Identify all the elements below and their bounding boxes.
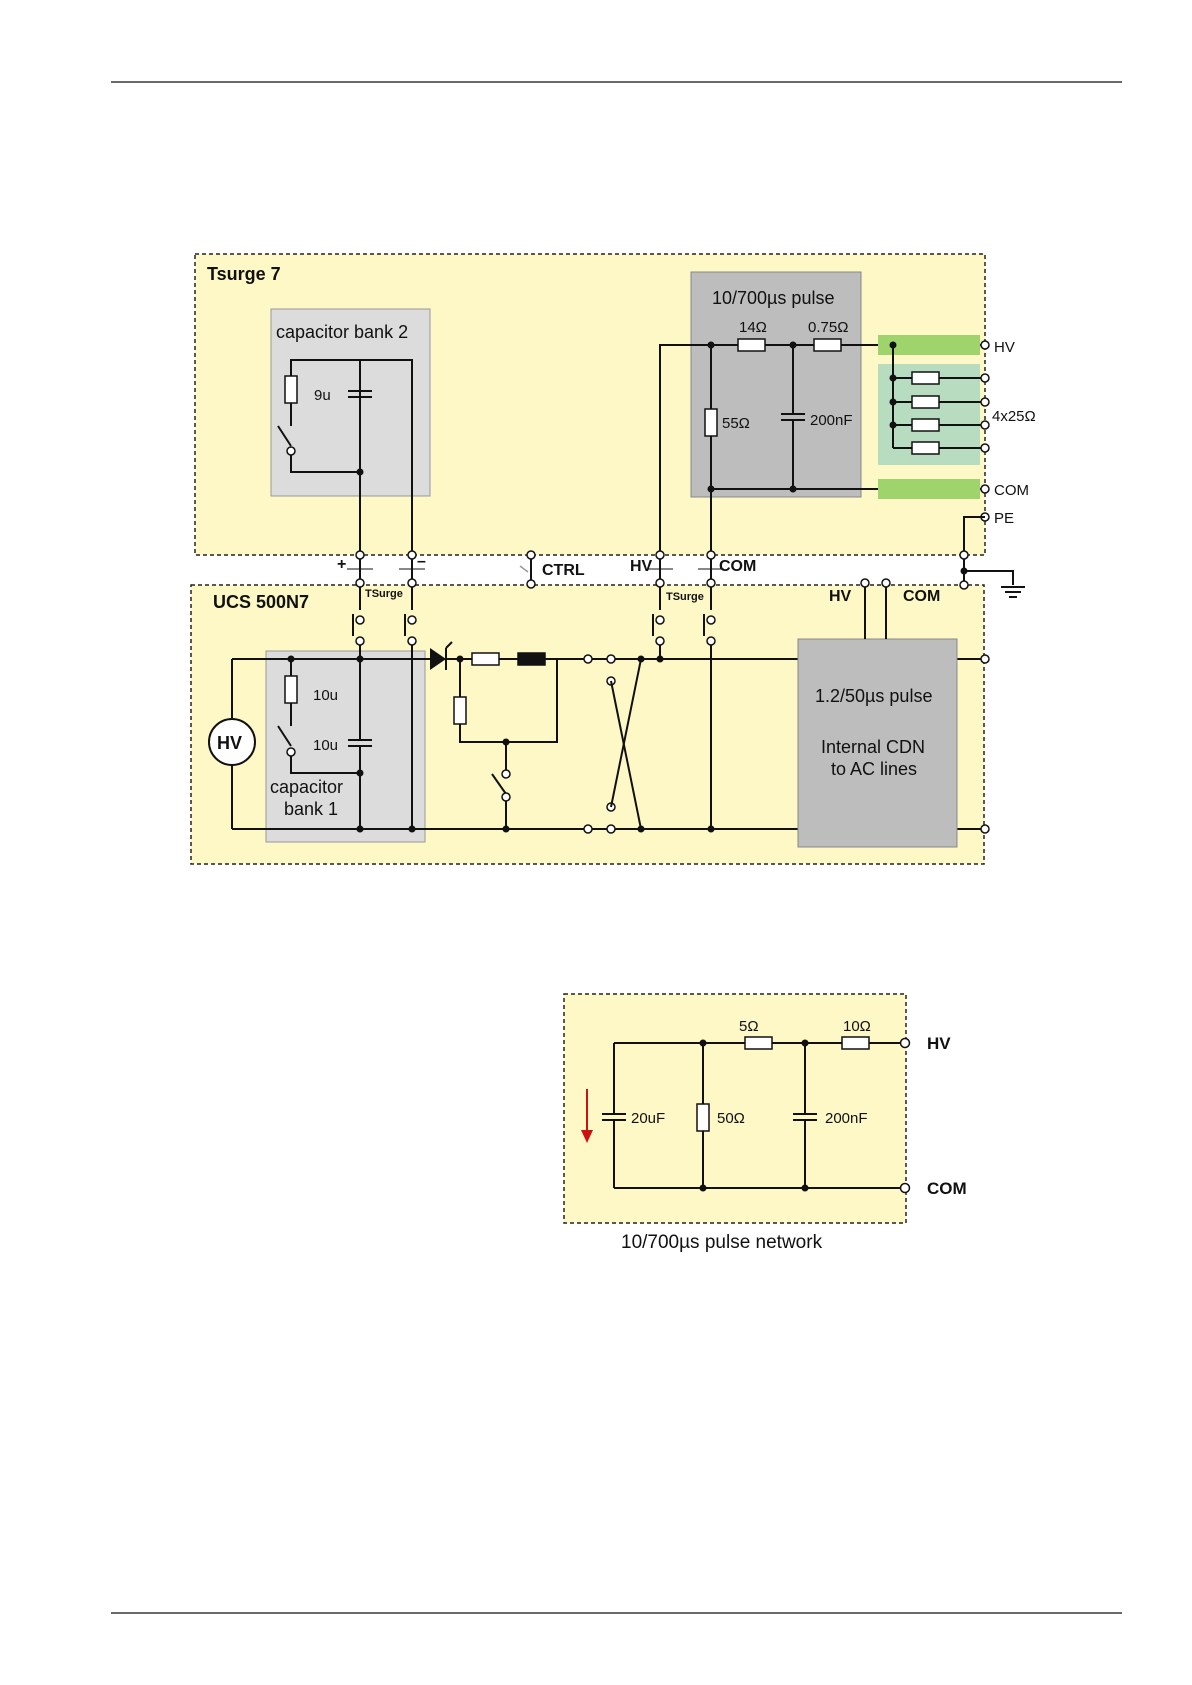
com-connector-label: COM (719, 558, 756, 575)
resistor-4x25-label: 4x25Ω (992, 408, 1036, 425)
cap-bank2-value: 9u (314, 387, 331, 404)
pulse-1-2-50-box: 1.2/50µs pulse Internal CDN to AC lines (798, 639, 957, 847)
ctrl-label: CTRL (542, 562, 585, 579)
com-output-terminal (981, 485, 989, 493)
network-caption: 10/700µs pulse network (621, 1232, 823, 1253)
pulse-r-14: 14Ω (739, 319, 767, 336)
pe-label: PE (994, 510, 1014, 527)
cap-bank2-resistor (285, 376, 297, 403)
minus-label: – (417, 553, 426, 570)
network-com-label: COM (927, 1179, 967, 1198)
tsurge-title: Tsurge 7 (207, 264, 281, 284)
pulse-r-55: 55Ω (722, 415, 750, 432)
pulse-box-line3: to AC lines (831, 759, 917, 779)
hv-source-label: HV (217, 733, 242, 753)
pulse-10-700-title: 10/700µs pulse (712, 288, 834, 308)
pulse-10-700-box: 10/700µs pulse 14Ω 0.75Ω 55Ω 200nF (691, 272, 861, 497)
ucs-hv-label: HV (829, 588, 852, 605)
pulse-r-075: 0.75Ω (808, 319, 848, 336)
com-output-bar (878, 479, 980, 499)
pulse-c-200nf: 200nF (810, 412, 853, 429)
plus-label: + (337, 556, 346, 573)
network-r2: 5Ω (739, 1018, 759, 1035)
hv-connector-label: HV (630, 558, 653, 575)
cap-bank1-label-1: capacitor (270, 777, 343, 797)
ground-icon (1001, 587, 1025, 597)
network-r1: 50Ω (717, 1110, 745, 1127)
com-output-label: COM (994, 482, 1029, 499)
cap-bank1-c2: 10u (313, 737, 338, 754)
network-hv-label: HV (927, 1034, 951, 1053)
hv-output-terminal (981, 341, 989, 349)
network-r3: 10Ω (843, 1018, 871, 1035)
ucs-title: UCS 500N7 (213, 592, 309, 612)
hv-output-label: HV (994, 339, 1015, 356)
tsurge-label-2: TSurge (666, 591, 704, 603)
tsurge-panel: Tsurge 7 capacitor bank 2 9u 10/700µs pu… (195, 254, 1036, 597)
tsurge-label-1: TSurge (365, 588, 403, 600)
ucs-panel: UCS 500N7 HV 10u 10u capacitor bank 1 (191, 579, 989, 864)
cap-bank1-c1: 10u (313, 687, 338, 704)
network-c1: 20uF (631, 1110, 665, 1127)
cap-bank1-label-2: bank 1 (284, 799, 338, 819)
ucs-com-label: COM (903, 588, 940, 605)
network-hv-terminal (901, 1039, 910, 1048)
network-c2: 200nF (825, 1110, 868, 1127)
pulse-box-line1: 1.2/50µs pulse (815, 686, 932, 706)
cap-bank2-label: capacitor bank 2 (276, 322, 408, 342)
pulse-box-line2: Internal CDN (821, 737, 925, 757)
pulse-network: 20uF 50Ω 5Ω 10Ω 200nF HV COM (564, 994, 967, 1223)
network-com-terminal (901, 1184, 910, 1193)
